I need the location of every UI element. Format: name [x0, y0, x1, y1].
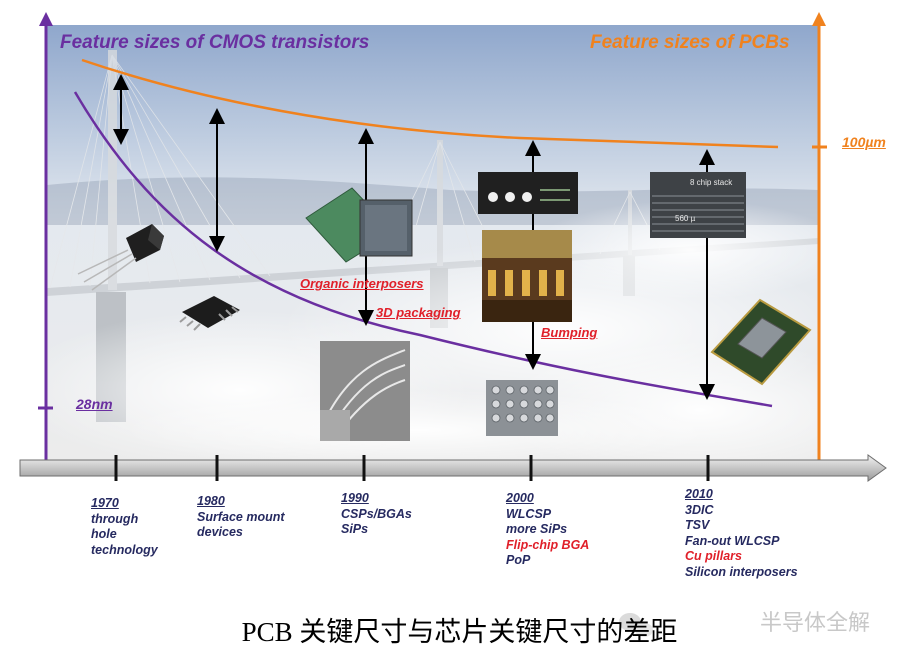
era-year: 1980	[197, 494, 225, 508]
flipchip-crosssection-image	[482, 230, 572, 322]
era-item: more SiPs	[506, 522, 568, 536]
era-item: technology	[91, 542, 158, 557]
era-item: hole	[91, 527, 117, 541]
chip-stack-label: 8 chip stack	[690, 178, 733, 187]
organic-interposers-label: Organic interposers	[300, 276, 424, 291]
era-item: devices	[197, 525, 243, 539]
silicon-interposer-image	[710, 298, 812, 386]
chip-stack-image: 8 chip stack 560 µ	[650, 172, 746, 238]
chip-stack-dimension: 560 µ	[675, 214, 696, 223]
era-2000: 2000 WLCSP more SiPs Flip-chip BGA PoP	[506, 491, 589, 569]
cmos-feature-size-curve	[73, 91, 773, 408]
figure-caption: PCB 关键尺寸与芯片关键尺寸的差距	[241, 617, 678, 647]
cmos-axis	[38, 12, 53, 462]
era-1980: 1980 Surface mount devices	[197, 494, 285, 541]
era-year: 1990	[341, 491, 369, 505]
era-item: TSV	[685, 518, 710, 532]
era-item: PoP	[506, 553, 531, 567]
wechat-icon	[619, 613, 653, 637]
soic-package-image	[179, 296, 240, 331]
cmos-axis-title: Feature sizes of CMOS transistors	[60, 32, 370, 53]
bga-package-image	[305, 187, 413, 263]
era-year: 2010	[685, 487, 713, 501]
era-item: Fan-out WLCSP	[685, 533, 780, 548]
to92-transistor-image	[77, 224, 164, 291]
era-item: CSPs/BGAs	[341, 506, 412, 521]
era-item: WLCSP	[506, 506, 552, 521]
era-item: Cu pillars	[685, 549, 742, 563]
wlcsp-image	[478, 172, 578, 214]
era-1990: 1990 CSPs/BGAs SiPs	[341, 491, 412, 538]
era-item: through	[91, 511, 139, 526]
era-item: SiPs	[341, 522, 369, 536]
pcb-feature-size-curve	[81, 58, 779, 149]
time-axis	[19, 454, 887, 482]
pcb-axis-title: Feature sizes of PCBs	[590, 32, 790, 53]
3d-packaging-label: 3D packaging	[376, 305, 461, 320]
era-2010: 2010 3DIC TSV Fan-out WLCSP Cu pillars S…	[685, 487, 798, 580]
era-year: 1970	[91, 496, 119, 510]
era-item: Flip-chip BGA	[506, 537, 590, 552]
era-1970: 1970 through hole technology	[91, 496, 158, 558]
era-year: 2000	[506, 491, 534, 505]
era-item: Silicon interposers	[685, 564, 798, 579]
sip-wirebond-image	[320, 341, 410, 441]
pcb-axis	[812, 12, 827, 462]
bumping-label: Bumping	[541, 325, 598, 340]
pcb-scale-label: 100µm	[842, 134, 886, 150]
bump-array-image	[486, 380, 558, 436]
watermark: 半导体全解	[760, 611, 871, 636]
era-item: Surface mount	[197, 509, 285, 524]
cmos-scale-label: 28nm	[76, 396, 113, 412]
era-item: 3DIC	[685, 502, 714, 517]
